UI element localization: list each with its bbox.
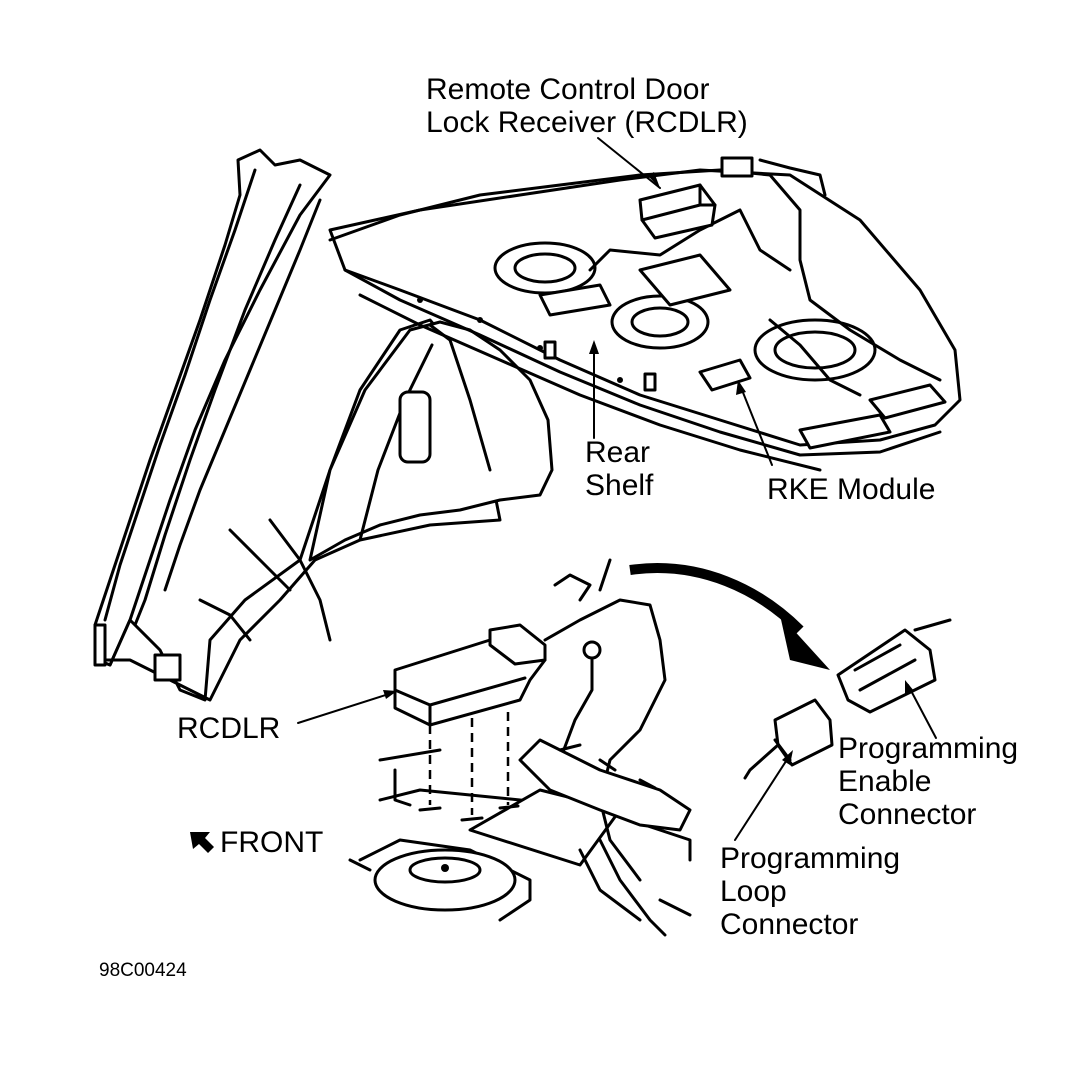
rke-module-label: RKE Module: [767, 473, 936, 506]
front-label: FRONT: [220, 826, 324, 859]
rcdlr-top-label-line2: Lock Receiver (RCDLR): [426, 106, 748, 139]
rear-shelf: [328, 156, 962, 472]
rcdlr-top-label: Remote Control Door Lock Receiver (RCDLR…: [426, 73, 748, 139]
programming-loop-line2: Loop: [720, 875, 787, 908]
rcdlr-detail: [348, 558, 692, 937]
programming-enable-label: Programming Enable Connector: [838, 732, 1018, 831]
rcdlr-label: RCDLR: [177, 712, 281, 745]
leader-lines: [297, 137, 937, 841]
rear-shelf-label-line1: Rear: [585, 436, 651, 469]
programming-enable-line2: Enable: [838, 765, 932, 798]
curved-arrow-icon: [629, 563, 830, 670]
programming-loop-line1: Programming: [720, 842, 901, 875]
programming-loop-line3: Connector: [720, 908, 859, 941]
rear-shelf-label-line2: Shelf: [585, 469, 654, 502]
programming-enable-line3: Connector: [838, 798, 977, 831]
programming-enable-line1: Programming: [838, 732, 1019, 765]
rear-body-structure: [93, 148, 554, 702]
arrow-up-left-icon: [190, 832, 214, 853]
figure-id: 98C00424: [99, 960, 187, 981]
rcdlr-top-label-line1: Remote Control Door: [426, 73, 710, 106]
programming-loop-label: Programming Loop Connector: [720, 842, 900, 941]
rear-shelf-label: Rear Shelf: [585, 436, 653, 502]
